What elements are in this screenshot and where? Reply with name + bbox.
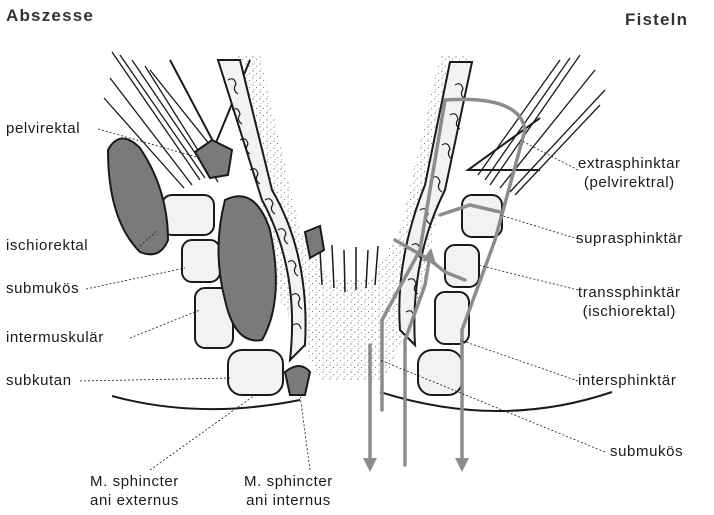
label-intermuskulaer: intermuskulär [6,328,104,347]
label-internus-line1: M. sphincter [244,472,333,491]
skin-line-left [112,396,300,409]
label-externus-line2: ani externus [90,491,179,510]
header-fisteln: Fisteln [625,10,688,29]
label-submukoes-left: submukös [6,279,79,298]
label-submukoes-right: submukös [610,442,683,461]
abscess-subkutan [285,366,310,395]
label-ischiorektal: ischiorektal [6,236,88,255]
label-extrasphinktar: extrasphinktar (pelvirektral) [578,154,681,192]
abscess-ischiorektal [108,138,168,254]
label-externus-line1: M. sphincter [90,472,179,491]
label-sphincter-externus: M. sphincter ani externus [90,472,179,510]
label-extrasphinktar-line1: extrasphinktar [578,154,681,173]
label-pelvirektal: pelvirektal [6,119,80,138]
label-extrasphinktar-line2: (pelvirektral) [578,173,681,192]
label-subkutan: subkutan [6,371,72,390]
header-abszesse: Abszesse [6,6,94,25]
label-suprasphinktaer: suprasphinktär [576,229,683,248]
label-transsphinktaer: transsphinktär (ischiorektal) [578,283,681,321]
label-transsphinktaer-line2: (ischiorektal) [578,302,681,321]
pelvic-fascia-right [468,118,540,170]
label-intersphinktaer: intersphinktär [578,371,676,390]
label-sphincter-internus: M. sphincter ani internus [244,472,333,510]
label-transsphinktaer-line1: transsphinktär [578,283,681,302]
skin-line-right [380,392,612,411]
label-internus-line2: ani internus [244,491,333,510]
